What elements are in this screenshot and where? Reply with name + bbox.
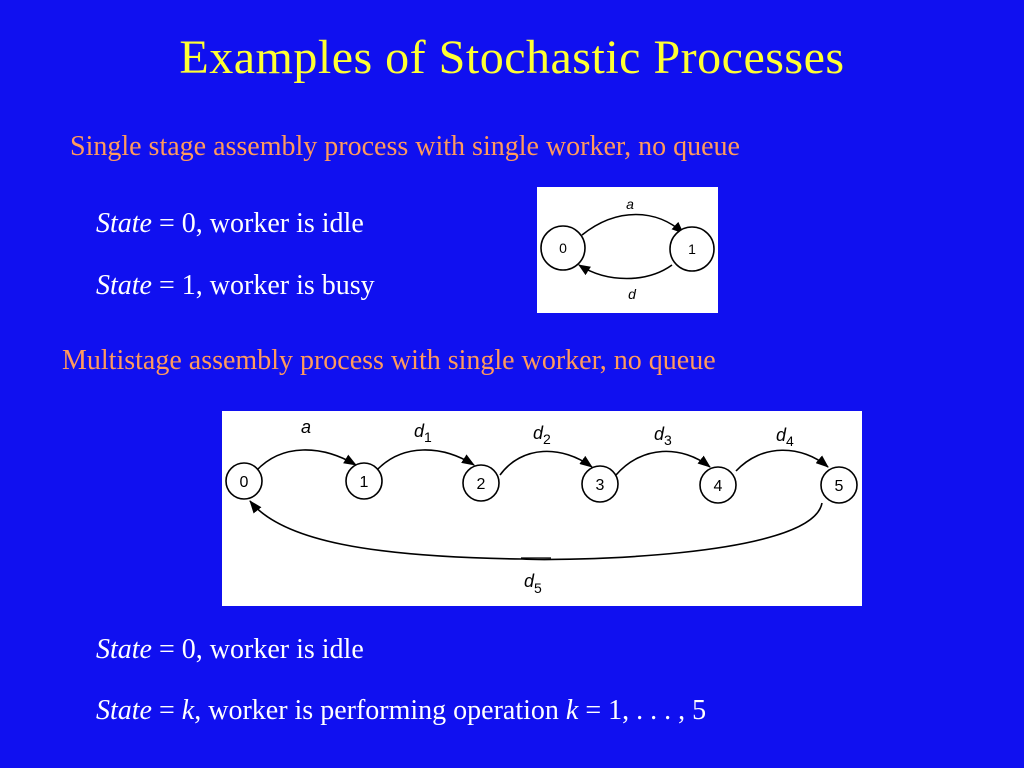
node-0	[540, 225, 586, 271]
equals-sign: =	[152, 695, 182, 726]
state-description: , worker is performing operation	[194, 695, 566, 726]
edge-label: d4	[776, 425, 794, 449]
state-description: , worker is idle	[195, 208, 364, 239]
edge-label: d5	[524, 571, 542, 596]
section2-state-line-0: State = 0, worker is idle	[96, 633, 364, 667]
node-1	[669, 226, 715, 272]
two-state-diagram-panel: 0 1 a d	[537, 187, 718, 313]
node-0	[225, 462, 263, 500]
edge-label: d1	[414, 421, 432, 445]
multistage-diagram: 0 1 2 3 4 5 a d1 d2 d3 d4 d5	[225, 417, 858, 596]
equals-sign: =	[152, 270, 182, 301]
equals-sign: =	[152, 634, 182, 665]
state-value: k	[181, 695, 195, 726]
state-value: 0	[181, 208, 196, 239]
state-variable: State	[96, 695, 152, 726]
edge-label: d3	[654, 424, 672, 448]
edge-label: a	[301, 417, 311, 437]
edge-label-main: d	[654, 424, 665, 444]
edge-label-subscript: 5	[534, 580, 542, 596]
edge-label: a	[626, 196, 634, 212]
equals-sign: =	[152, 208, 182, 239]
state-value: 1	[181, 270, 196, 301]
edge-a-arrow	[581, 213, 684, 236]
edge-d5-arrow	[249, 500, 823, 561]
node-5	[820, 466, 858, 504]
edge-label: d2	[533, 423, 551, 447]
edge-label-subscript: 1	[424, 429, 432, 445]
edge-d2-arrow	[499, 450, 593, 476]
state-variable: State	[96, 208, 152, 239]
edge-label-main: d	[776, 425, 787, 445]
edge-label-main: a	[301, 417, 311, 437]
state-variable: State	[96, 270, 152, 301]
edge-label: d	[628, 286, 637, 302]
operation-variable: k	[565, 695, 579, 726]
node-label: 0	[559, 240, 567, 256]
node-label: 5	[835, 478, 844, 495]
multistage-diagram-panel: 0 1 2 3 4 5 a d1 d2 d3 d4 d5	[222, 411, 862, 606]
section1-heading: Single stage assembly process with singl…	[70, 131, 740, 162]
edge-d1-arrow	[375, 449, 475, 472]
node-label: 3	[596, 477, 605, 494]
section1-state-line-0: State = 0, worker is idle	[96, 207, 364, 241]
operation-range: = 1, . . . , 5	[578, 695, 707, 726]
edge-label-main: d	[533, 423, 544, 443]
node-label: 1	[360, 474, 369, 491]
section1-state-line-1: State = 1, worker is busy	[96, 269, 375, 303]
edge-label-subscript: 2	[543, 431, 551, 447]
node-label: 4	[714, 478, 723, 495]
node-2	[462, 464, 500, 502]
edge-d4-arrow	[735, 449, 829, 472]
node-label: 0	[240, 474, 249, 491]
state-description: , worker is idle	[195, 634, 364, 665]
slide-title: Examples of Stochastic Processes	[179, 31, 845, 84]
edge-d-arrow	[578, 264, 673, 280]
section2-heading: Multistage assembly process with single …	[62, 345, 716, 376]
node-label: 1	[688, 241, 696, 257]
two-state-diagram: 0 1 a d	[540, 196, 715, 302]
edge-label-subscript: 4	[786, 433, 794, 449]
edge-a-arrow	[255, 449, 357, 472]
state-description: , worker is busy	[195, 270, 375, 301]
node-label: 2	[477, 476, 486, 493]
state-value: 0	[181, 634, 196, 665]
edge-label-main: d	[524, 571, 535, 591]
state-variable: State	[96, 634, 152, 665]
section2-state-line-1: State = k, worker is performing operatio…	[96, 694, 706, 728]
edge-label-main: d	[414, 421, 425, 441]
node-3	[581, 465, 619, 503]
edge-d3-arrow	[615, 450, 711, 476]
node-1	[345, 462, 383, 500]
node-4	[699, 466, 737, 504]
edge-label-subscript: 3	[664, 432, 672, 448]
